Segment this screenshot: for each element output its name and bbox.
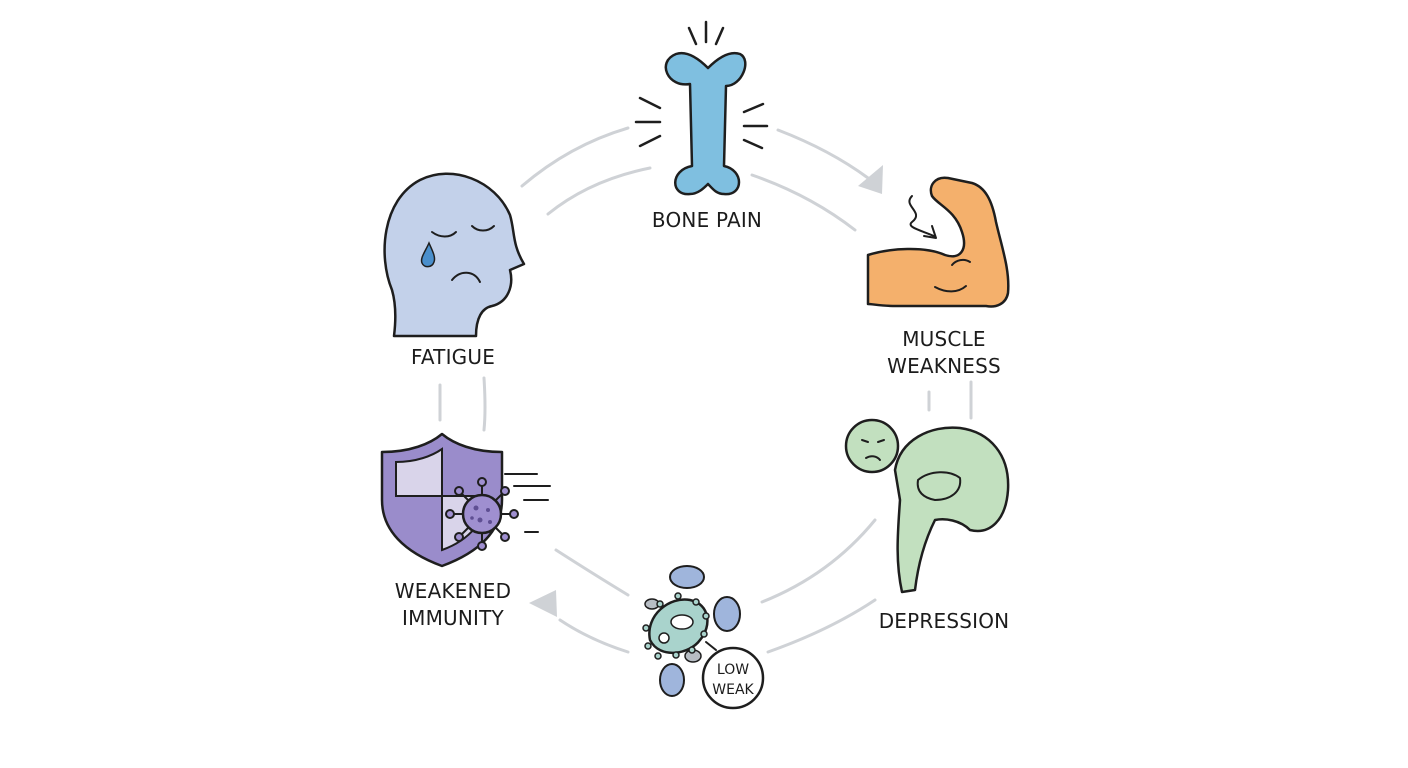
connector-arcs — [438, 126, 973, 654]
virus-icon — [445, 477, 519, 551]
label-fatigue: FATIGUE — [411, 345, 495, 369]
label-muscle-weakness-line-1: MUSCLE — [902, 327, 986, 351]
connector-fatigue-bone-outer — [520, 126, 630, 188]
badge-line-1: LOW — [717, 662, 749, 678]
connector-depression-cells-outer — [766, 598, 877, 654]
connector-bone-muscle-inner — [750, 173, 857, 232]
connector-fatigue-bone-inner — [546, 166, 652, 216]
connector-bone-muscle-outer — [776, 128, 870, 180]
microbe-icon — [642, 592, 710, 660]
connector-immunity-fatigue-inner — [482, 376, 487, 432]
speed-lines — [504, 473, 551, 533]
low-weak-badge: LOW WEAK — [701, 641, 765, 710]
label-bone-pain: BONE PAIN — [652, 208, 762, 232]
shield-virus-icon — [380, 432, 551, 568]
bone-icon — [634, 20, 769, 196]
arrowhead-to-immunity — [529, 590, 557, 617]
blood-cells-icon: LOW WEAK — [642, 565, 765, 710]
label-weakened-immunity-line-1: WEAKENED — [395, 579, 511, 603]
label-muscle-weakness-line-2: WEAKNESS — [887, 354, 1001, 378]
arrowhead-to-muscle — [858, 165, 883, 194]
connector-cells-immunity-outer — [558, 618, 630, 654]
connector-cells-immunity-inner — [554, 548, 630, 597]
label-weakened-immunity-line-2: IMMUNITY — [402, 606, 505, 630]
flexed-arm-icon — [866, 176, 1010, 308]
connector-depression-cells-inner — [760, 518, 877, 604]
sad-face-icon — [383, 172, 526, 338]
badge-line-2: WEAK — [712, 682, 754, 698]
slumped-person-icon — [844, 418, 1010, 594]
label-depression: DEPRESSION — [879, 609, 1010, 633]
tear-icon — [420, 241, 436, 268]
